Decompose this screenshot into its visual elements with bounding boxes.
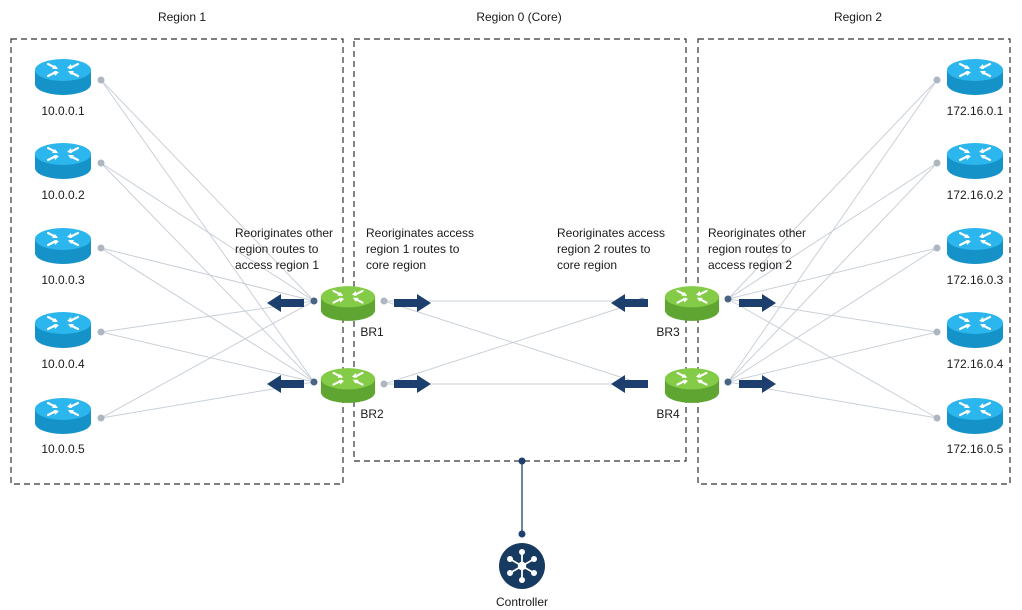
annotation-line: Reoriginates other [235,226,333,240]
arrow-left-icon [267,375,304,393]
annotation-line: region routes to [235,242,319,256]
annotation-line: Reoriginates access [557,226,665,240]
access-routers-left: 10.0.0.1 10.0.0.2 10.0.0.3 10.0.0.4 10.0… [33,58,93,456]
controller-icon [499,543,545,589]
annotation-line: Reoriginates access [366,226,474,240]
br1-label: BR1 [360,325,384,339]
annotation-line: access region 1 [235,258,319,272]
router-icon [33,58,93,97]
arrow-right-icon [394,294,431,312]
arrow-left-icon [267,294,304,312]
access-router-label: 172.16.0.4 [947,357,1004,371]
access-router-label: 10.0.0.3 [41,273,85,287]
br4-label: BR4 [656,407,680,421]
reorigination-arrows [267,294,776,393]
br2-router-icon [319,367,377,405]
region-boxes [10,38,1011,485]
router-icon [33,397,93,436]
annotation-core-left: Reoriginates access region 1 routes to c… [366,226,474,272]
annotation-line: Reoriginates other [708,226,806,240]
access-router-label: 10.0.0.1 [41,104,85,118]
annotation-line: access region 2 [708,258,792,272]
annotation-core-right: Reoriginates access region 2 routes to c… [557,226,665,272]
core-links [383,300,643,385]
arrow-left-icon [611,375,648,393]
access-routers-right: 172.16.0.1 172.16.0.2 172.16.0.3 172.16.… [945,58,1005,456]
region-2-box [697,38,1011,485]
annotation-region1: Reoriginates other region routes to acce… [235,226,333,272]
controller-label: Controller [496,595,548,609]
annotation-line: region 1 routes to [366,242,460,256]
region-1-box [10,38,344,485]
router-icon [945,142,1005,181]
arrow-left-icon [611,294,648,312]
border-routers: BR1 BR2 BR3 BR4 [319,285,721,421]
annotation-line: core region [366,258,426,272]
annotation-line: core region [557,258,617,272]
controller-connection [518,457,526,538]
access-router-label: 172.16.0.3 [947,273,1004,287]
br3-label: BR3 [656,325,680,339]
router-icon [33,142,93,181]
region-0-title: Region 0 (Core) [476,10,561,24]
router-icon [33,227,93,266]
arrow-right-icon [739,294,776,312]
link-endpoint-dots [97,76,941,422]
br4-router-icon [663,367,721,405]
router-icon [945,227,1005,266]
router-icon [945,311,1005,350]
br3-router-icon [663,285,721,323]
annotation-region2: Reoriginates other region routes to acce… [708,226,806,272]
region-2-title: Region 2 [834,10,882,24]
region-1-title: Region 1 [158,10,206,24]
access-router-label: 10.0.0.5 [41,442,85,456]
access-router-label: 10.0.0.4 [41,357,85,371]
router-icon [945,58,1005,97]
annotation-line: region routes to [708,242,792,256]
br2-label: BR2 [360,407,384,421]
annotation-line: region 2 routes to [557,242,651,256]
access-router-label: 172.16.0.5 [947,442,1004,456]
access-router-label: 10.0.0.2 [41,188,85,202]
arrow-right-icon [739,375,776,393]
access-router-label: 172.16.0.1 [947,104,1004,118]
router-icon [33,311,93,350]
arrow-right-icon [394,375,431,393]
br1-router-icon [319,285,377,323]
access-router-label: 172.16.0.2 [947,188,1004,202]
router-icon [945,397,1005,436]
